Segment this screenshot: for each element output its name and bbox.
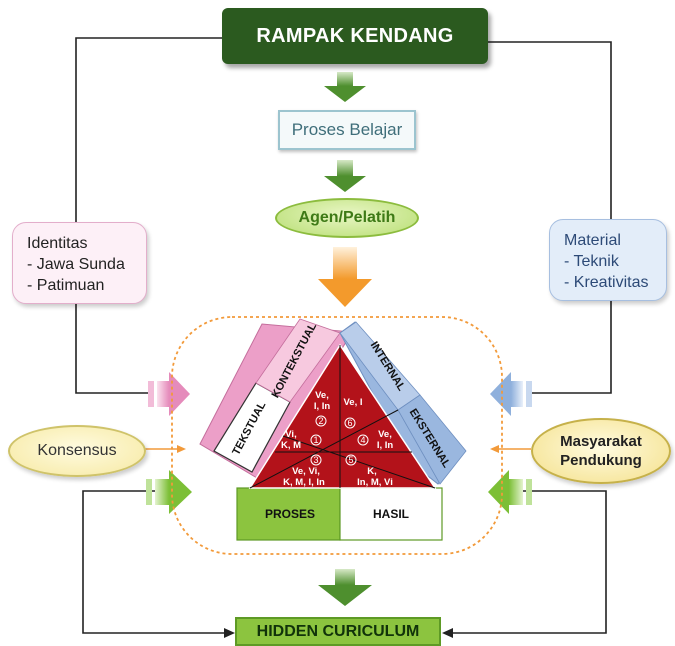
proses-bg (236, 487, 341, 541)
arrow-green-right (146, 470, 192, 514)
segment-1-line1: Vi, (285, 429, 296, 440)
identitas-item-1: - Jawa Sunda (27, 256, 125, 273)
masyarakat-line1: Masyarakat (560, 433, 642, 450)
arrow-down-2 (324, 160, 366, 192)
segment-2: Ve, I, In 2 (314, 390, 331, 427)
segment-1: Vi, K, M 1 (281, 429, 322, 451)
proses-belajar-box: Proses Belajar (278, 110, 416, 150)
arrow-pink-right (148, 372, 190, 416)
material-heading: Material (564, 232, 621, 249)
tri-divider-r (282, 435, 436, 489)
connector-material-down (530, 301, 612, 394)
tri-divider-l (249, 409, 399, 489)
label-hasil: HASIL (373, 507, 409, 521)
segment-4-line2: I, In (377, 440, 394, 451)
masyarakat-line2: Pendukung (560, 452, 642, 469)
connector-left-top (75, 37, 222, 222)
segment-2-line2: I, In (314, 401, 331, 412)
agen-pelatih-ellipse: Agen/Pelatih (275, 198, 419, 238)
segment-6-number: 6 (347, 418, 352, 428)
segment-5: 5 K, In, M, Vi (345, 454, 393, 488)
hasil-bg (339, 487, 443, 541)
arrow-green-left (488, 470, 532, 514)
segment-3-number: 3 (313, 455, 318, 465)
title-rampak-kendang: RAMPAK KENDANG (222, 8, 488, 64)
segment-3-line1: Ve, Vi, (292, 466, 320, 477)
segment-1-line2: K, M (281, 440, 301, 451)
segment-5-number: 5 (348, 455, 353, 465)
segment-2-line1: Ve, (315, 390, 329, 401)
segment-4-line1: Ve, (378, 429, 392, 440)
material-item-2: - Kreativitas (564, 274, 649, 291)
identitas-heading: Identitas (27, 235, 88, 252)
connector-right-top (488, 41, 612, 219)
arrow-blue-left (490, 372, 532, 416)
arrowhead-bottom-right (442, 628, 453, 638)
arrow-down-1 (324, 72, 366, 102)
arrow-down-bottom (318, 569, 372, 606)
segment-5-line2: In, M, Vi (357, 477, 393, 488)
identitas-item-2: - Patimuan (27, 277, 105, 294)
konsensus-ellipse: Konsensus (8, 425, 146, 477)
segment-5-line1: K, (367, 466, 377, 477)
segment-1-number: 1 (313, 435, 318, 445)
segment-3-line2: K, M, I, In (283, 477, 325, 488)
segment-2-number: 2 (318, 416, 323, 426)
material-item-1: - Teknik (564, 253, 619, 270)
connector-bottom-left (82, 490, 225, 634)
segment-4: 4 Ve, I, In (357, 429, 394, 451)
label-proses: PROSES (265, 507, 315, 521)
segment-4-number: 4 (360, 435, 365, 445)
dashed-boundary (171, 316, 503, 555)
masyarakat-pendukung-ellipse: Masyarakat Pendukung (531, 418, 671, 484)
material-box: Material - Teknik - Kreativitas (549, 219, 667, 301)
arrowhead-konsensus (177, 445, 186, 453)
connector-bottom-right (452, 490, 607, 634)
arrow-down-orange (318, 247, 372, 307)
arrowhead-bottom-left (224, 628, 235, 638)
segment-6: Ve, I 6 (343, 397, 363, 429)
band-eksternal-bg (397, 394, 467, 485)
segment-3: 3 Ve, Vi, K, M, I, In (283, 454, 325, 488)
connector-identitas-down (75, 304, 148, 394)
hidden-curriculum-box: HIDDEN CURICULUM (235, 617, 441, 646)
identitas-box: Identitas - Jawa Sunda - Patimuan (12, 222, 147, 304)
arrowhead-masyarakat (490, 445, 499, 453)
segment-6-line1: Ve, I (343, 397, 362, 408)
